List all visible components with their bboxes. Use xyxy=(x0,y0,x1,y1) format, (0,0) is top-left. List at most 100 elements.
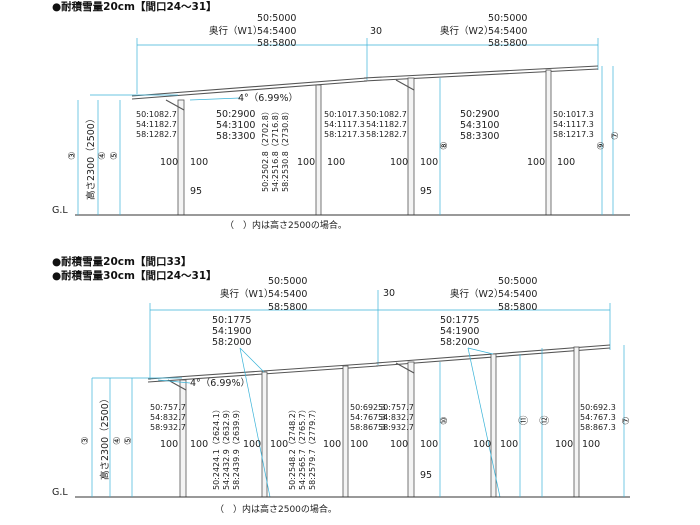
w100b: 100 xyxy=(160,439,178,450)
w95: 95 xyxy=(420,186,432,197)
vert2-1: 50:2548.2（2748.2） xyxy=(288,405,297,490)
front-h-1: 50:1082.7 xyxy=(136,110,177,119)
section-heading-bottom-2: ●耐積雪量30cm【間口24～31】 xyxy=(52,269,217,282)
w100: 100 xyxy=(420,157,438,168)
front-post-w2 xyxy=(407,77,415,216)
depth-label-b-w1: 奥行（W1） xyxy=(220,288,273,300)
front-h-w2-1: 50:1082.7 xyxy=(366,110,407,119)
angle-label-top: 4°（6.99%） xyxy=(238,92,298,104)
rear-post-w1 xyxy=(315,84,322,216)
circle-5: ⑤ xyxy=(109,151,120,160)
front-h-b-w2-3: 58:932.7 xyxy=(378,423,414,432)
circle-4: ④ xyxy=(97,151,108,160)
depth-value-w1-3: 58:5800 xyxy=(257,38,296,49)
leader xyxy=(467,347,494,355)
w100b: 100 xyxy=(473,439,491,450)
note-bottom: （ ）内は高さ2500の場合。 xyxy=(215,503,337,515)
vert1-2: 54:2432.9（2632.9） xyxy=(222,405,231,490)
overlap-label-b: 30 xyxy=(383,288,395,299)
rear-h-w2-2: 54:1117.3 xyxy=(553,120,594,129)
section-heading-bottom: ●耐積雪量20cm【間口33】 xyxy=(52,255,192,268)
section-heading-top: ●耐積雪量20cm【間口24～31】 xyxy=(52,0,217,13)
depth-value-w1-2: 54:5400 xyxy=(257,26,296,37)
depth-label-b-w2: 奥行（W2） xyxy=(450,288,503,300)
brace xyxy=(165,99,185,111)
depth-value-b2-1: 50:5000 xyxy=(498,276,537,287)
w100: 100 xyxy=(190,157,208,168)
w100: 100 xyxy=(557,157,575,168)
vert-1: 50:2502.8（2702.8） xyxy=(261,107,270,192)
front-h-b-2: 54:832.7 xyxy=(150,413,186,422)
circle-7: ⑦ xyxy=(610,131,621,140)
front-h-b-w2-2: 54:832.7 xyxy=(378,413,414,422)
depth-label-w2: 奥行（W2） xyxy=(440,25,493,37)
rear-h-b-1: 50:692.3 xyxy=(350,403,386,412)
w95b: 95 xyxy=(420,470,432,481)
w100: 100 xyxy=(327,157,345,168)
depth-value-b2-3: 58:5800 xyxy=(498,302,537,313)
overhang-2: 54:1900 xyxy=(212,326,251,337)
depth-value-b1-2: 54:5400 xyxy=(268,289,307,300)
roof-beam-w1 xyxy=(131,77,368,97)
brace xyxy=(395,79,415,91)
w100: 100 xyxy=(527,157,545,168)
depth-value-b2-2: 54:5400 xyxy=(498,289,537,300)
gl-label: G.L xyxy=(52,205,68,216)
rear-h-2: 54:1117.3 xyxy=(324,120,365,129)
overlap-label: 30 xyxy=(370,26,382,37)
vert-2: 54:2516.8（2716.8） xyxy=(271,107,280,192)
height-label-bottom: 高さ2300（2500） xyxy=(99,394,111,480)
vert2-2: 54:2565.7（2765.7） xyxy=(298,405,307,490)
w100b: 100 xyxy=(420,439,438,450)
rear-h-w2-1: 50:1017.3 xyxy=(553,110,594,119)
overhang-w2-2: 54:1900 xyxy=(440,326,479,337)
w100b: 100 xyxy=(190,439,208,450)
angle-line-b xyxy=(157,379,191,384)
w100b: 100 xyxy=(500,439,518,450)
rear-h-b-w2-1: 50:692.3 xyxy=(580,403,616,412)
angle-label-bottom: 4°（6.99%） xyxy=(190,377,250,389)
overhang-w2-3: 58:2000 xyxy=(440,337,479,348)
circle-11: ⑪ xyxy=(519,415,530,425)
rear-h-w2-3: 58:1217.3 xyxy=(553,130,594,139)
leader xyxy=(467,347,501,498)
rear-post-b-w2 xyxy=(573,346,580,498)
overhang-3: 58:2000 xyxy=(212,337,251,348)
depth-label-w1: 奥行（W1） xyxy=(209,25,262,37)
circle-3: ③ xyxy=(67,151,78,160)
note-top: （ ）内は高さ2500の場合。 xyxy=(225,219,347,231)
depth-value-w2-2: 54:5400 xyxy=(488,26,527,37)
brace xyxy=(167,379,187,391)
rear-post-b-w1 xyxy=(342,365,349,498)
rear-h-3: 58:1217.3 xyxy=(324,130,365,139)
gl-label-b: G.L xyxy=(52,487,68,498)
vert2-3: 58:2579.7（2779.7） xyxy=(308,405,317,490)
depth-value-w2-1: 50:5000 xyxy=(488,13,527,24)
brace xyxy=(395,362,415,374)
w100b: 100 xyxy=(243,439,261,450)
w100: 100 xyxy=(297,157,315,168)
depth-value-w2-3: 58:5800 xyxy=(488,38,527,49)
span-w2-1: 50:2900 xyxy=(460,109,499,120)
front-h-b-1: 50:757.7 xyxy=(150,403,186,412)
roof-beam-w2 xyxy=(363,65,599,79)
vert-3: 58:2530.8（2730.8） xyxy=(281,107,290,192)
overhang-1: 50:1775 xyxy=(212,315,251,326)
w100b: 100 xyxy=(555,439,573,450)
leader xyxy=(239,347,265,373)
rear-h-b-3: 58:867.3 xyxy=(350,423,386,432)
circle-3b: ③ xyxy=(80,436,91,445)
circle-10: ⑩ xyxy=(439,416,450,425)
roof-beam-w2-lower xyxy=(363,68,599,82)
angle-line xyxy=(189,97,241,101)
span-w2-2: 54:3100 xyxy=(460,120,499,131)
w100b: 100 xyxy=(270,439,288,450)
w100b: 100 xyxy=(323,439,341,450)
circle-9: ⑨ xyxy=(596,141,607,150)
front-h-3: 58:1282.7 xyxy=(136,130,177,139)
front-h-2: 54:1182.7 xyxy=(136,120,177,129)
circle-12: ⑫ xyxy=(540,415,551,425)
leader xyxy=(239,347,271,498)
